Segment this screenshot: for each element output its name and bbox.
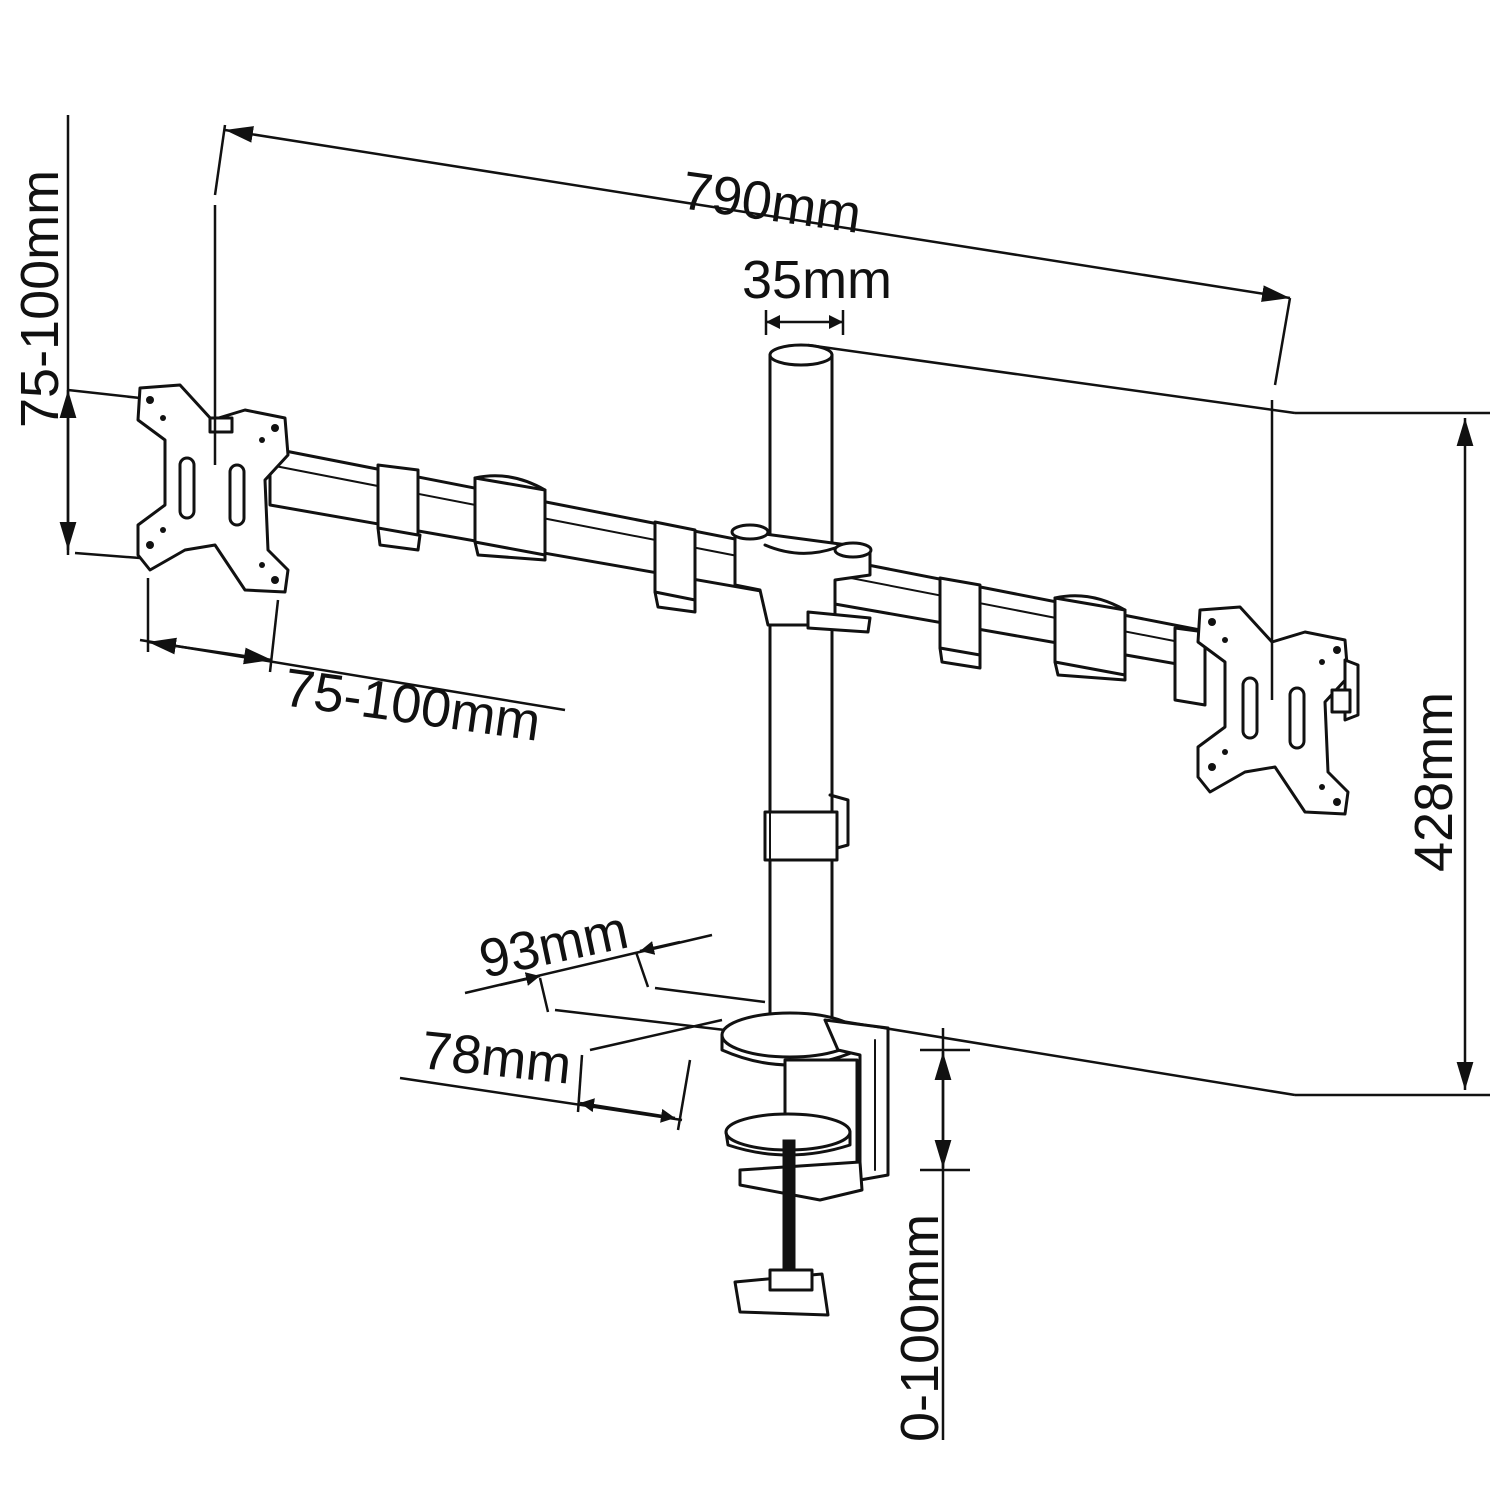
arm-hub [730,523,873,634]
label-height: 428mm [1404,692,1464,872]
label-vesa-horizontal: 75-100mm [280,657,544,752]
label-pole-diameter: 35mm [742,250,892,310]
label-total-width: 790mm [678,160,865,244]
right-vesa-plate [1196,605,1360,816]
dimension-lines [59,115,1490,1440]
desk-clamp [720,1011,890,1317]
label-base-width: 93mm [474,900,633,990]
label-clamp-range: 0-100mm [890,1214,950,1442]
pole [763,343,850,1047]
left-vesa-plate [136,383,290,594]
label-vesa-vertical: 75-100mm [10,170,70,428]
